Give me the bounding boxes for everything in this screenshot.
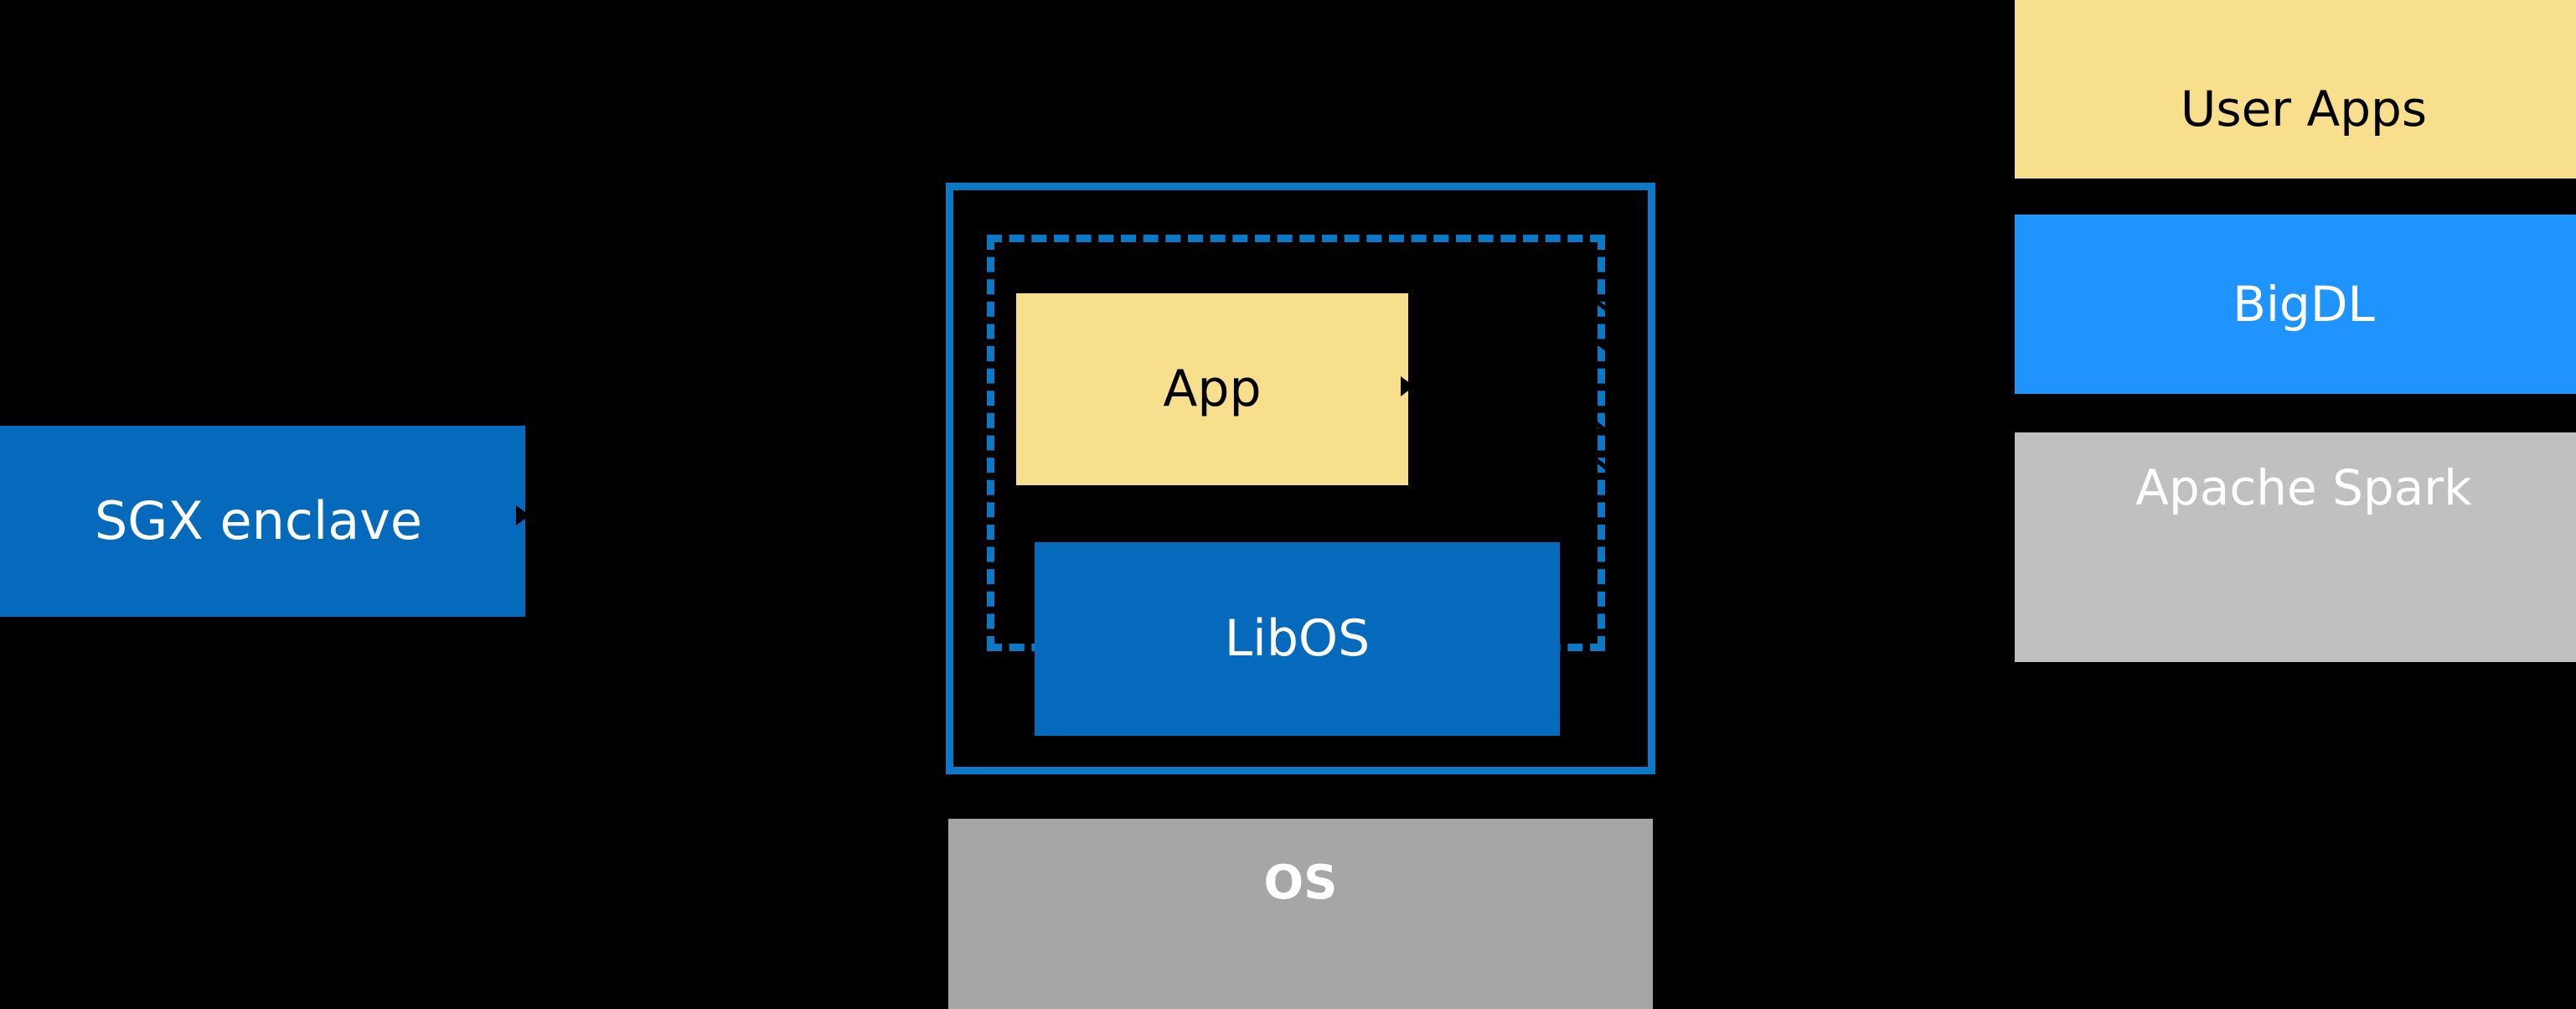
app-box[interactable]: App: [1016, 293, 1408, 485]
os-label: OS: [1263, 856, 1338, 910]
user-apps-box[interactable]: User Apps: [2015, 0, 2576, 179]
sgx-enclave-box[interactable]: SGX enclave: [0, 426, 525, 617]
apache-spark-box[interactable]: Apache Spark: [2015, 432, 2576, 662]
user-apps-label: User Apps: [2180, 80, 2428, 138]
app-label: App: [1163, 360, 1262, 418]
sgx-enclave-label: SGX enclave: [94, 490, 423, 552]
os-box[interactable]: OS: [948, 819, 1653, 1009]
apache-spark-label: Apache Spark: [2135, 459, 2472, 516]
libos-box[interactable]: LibOS: [1035, 542, 1560, 736]
bigdl-label: BigDL: [2233, 275, 2375, 333]
sgx-enclave-pointer-arrowhead-icon: [516, 505, 529, 525]
app-pointer-arrowhead-icon: [1401, 376, 1414, 396]
bigdl-box[interactable]: BigDL: [2015, 215, 2576, 394]
enclave-solid-outline: [946, 183, 1655, 774]
libos-label: LibOS: [1224, 609, 1371, 668]
